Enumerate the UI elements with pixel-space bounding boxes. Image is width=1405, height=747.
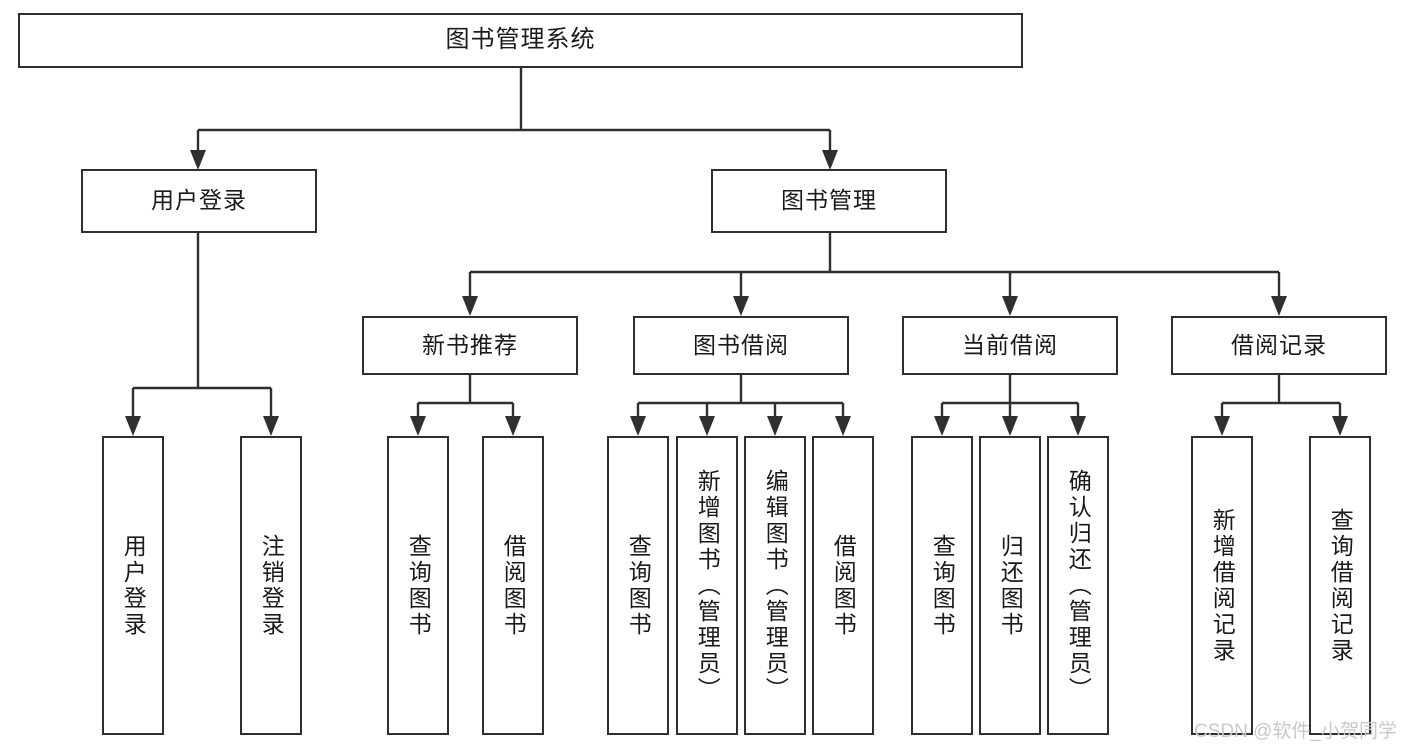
leaf-add-borrow-record[interactable]: 新增借阅记录 (1191, 436, 1253, 735)
node-label: 新书推荐 (422, 331, 518, 358)
leaf-query-book-current[interactable]: 查询图书 (911, 436, 973, 735)
node-current-borrowing[interactable]: 当前借阅 (902, 316, 1118, 375)
node-label: 查询图书 (405, 533, 432, 638)
leaf-query-book-recommend[interactable]: 查询图书 (387, 436, 449, 735)
node-borrowing-record[interactable]: 借阅记录 (1171, 316, 1387, 375)
connector-userlogin-to-leaves (125, 233, 279, 436)
connector-borrowrecord-to-leaves (1214, 375, 1348, 436)
node-label: 注销登录 (258, 533, 285, 638)
leaf-borrow-book[interactable]: 借阅图书 (812, 436, 874, 735)
node-label: 查询图书 (625, 533, 652, 638)
leaf-confirm-return-admin[interactable]: 确认归还（管理员） (1047, 436, 1109, 735)
leaf-query-book-borrow[interactable]: 查询图书 (607, 436, 669, 735)
connector-currentborrow-to-leaves (934, 375, 1086, 436)
node-label: 图书管理 (781, 187, 877, 214)
node-book-management[interactable]: 图书管理 (711, 169, 947, 233)
connector-newbook-to-leaves (410, 375, 521, 436)
leaf-logout[interactable]: 注销登录 (240, 436, 302, 735)
node-label: 当前借阅 (962, 331, 1058, 358)
connector-root-to-level2 (190, 68, 838, 170)
node-label: 查询图书 (929, 533, 956, 638)
node-new-book-recommendation[interactable]: 新书推荐 (362, 316, 578, 375)
node-label: 图书管理系统 (445, 26, 596, 54)
node-label: 借阅记录 (1231, 331, 1327, 358)
node-label: 查询借阅记录 (1327, 507, 1354, 664)
node-label: 图书借阅 (693, 331, 789, 358)
node-label: 归还图书 (997, 533, 1024, 638)
connector-bookmanage-to-level3 (462, 233, 1287, 316)
node-label: 用户登录 (151, 187, 247, 214)
node-label: 借阅图书 (500, 533, 527, 638)
node-root-book-management-system[interactable]: 图书管理系统 (18, 13, 1023, 68)
node-label: 新增借阅记录 (1209, 507, 1236, 664)
node-label: 确认归还（管理员） (1065, 468, 1092, 703)
leaf-borrow-book-recommend[interactable]: 借阅图书 (482, 436, 544, 735)
node-label: 用户登录 (120, 533, 147, 638)
node-user-login[interactable]: 用户登录 (81, 169, 317, 233)
leaf-user-login[interactable]: 用户登录 (102, 436, 164, 735)
leaf-return-book[interactable]: 归还图书 (979, 436, 1041, 735)
leaf-edit-book-admin[interactable]: 编辑图书（管理员） (744, 436, 806, 735)
connector-bookborrow-to-leaves (630, 375, 851, 436)
csdn-watermark: CSDN @软件_小贺同学 (1194, 721, 1397, 742)
leaf-add-book-admin[interactable]: 新增图书（管理员） (676, 436, 738, 735)
node-label: 新增图书（管理员） (694, 468, 721, 703)
node-book-borrowing[interactable]: 图书借阅 (633, 316, 849, 375)
node-label: 借阅图书 (830, 533, 857, 638)
node-label: 编辑图书（管理员） (762, 468, 789, 703)
leaf-query-borrow-record[interactable]: 查询借阅记录 (1309, 436, 1371, 735)
